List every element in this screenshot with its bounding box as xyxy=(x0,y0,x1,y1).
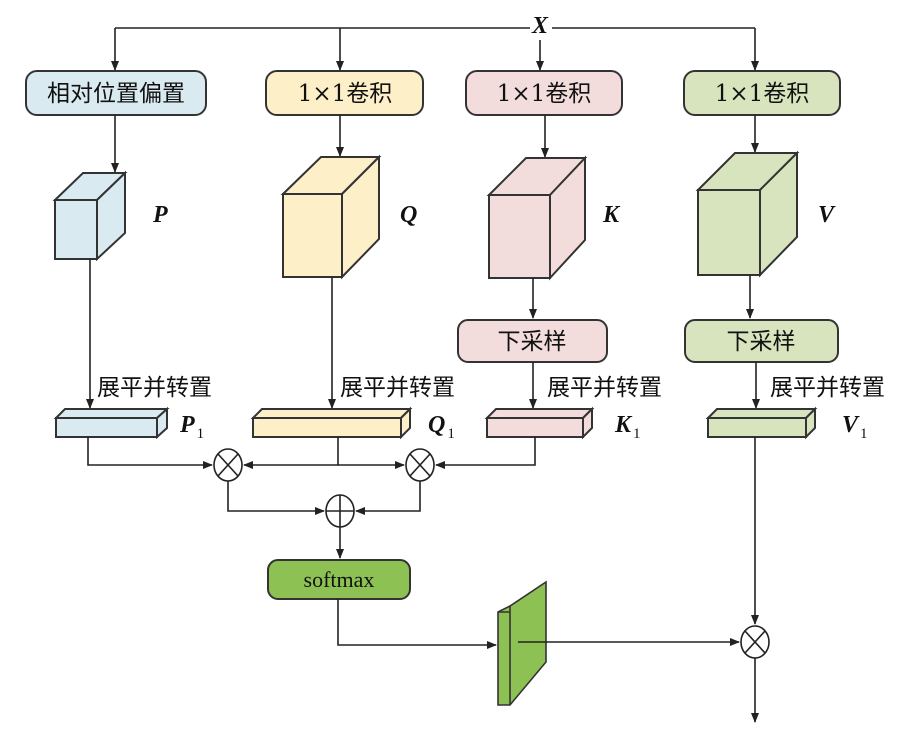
attention-map-slab xyxy=(497,580,547,706)
q-label: Q xyxy=(400,202,417,228)
p-label: P xyxy=(152,202,168,228)
k-label: K xyxy=(602,202,621,228)
arrow xyxy=(355,481,421,515)
softmax-box: softmax xyxy=(267,559,411,600)
k-conv-box: 1×1卷积 xyxy=(465,70,623,116)
add-icon xyxy=(325,494,355,528)
flatten-label-p: 展平并转置 xyxy=(97,375,212,401)
flatten-label-q: 展平并转置 xyxy=(340,375,455,401)
v-conv-box: 1×1卷积 xyxy=(683,70,841,116)
arrow xyxy=(435,437,536,469)
q-conv-box: 1×1卷积 xyxy=(265,70,424,116)
multiply-icon xyxy=(405,448,435,482)
box-label: 下采样 xyxy=(727,329,796,355)
relative-position-bias-box: 相对位置偏置 xyxy=(25,70,207,116)
flatten-label-k: 展平并转置 xyxy=(547,375,662,401)
box-label: softmax xyxy=(304,567,375,592)
q1-bar xyxy=(250,406,413,440)
multiply-icon xyxy=(740,625,770,659)
arrow xyxy=(337,599,497,649)
box-label: 下采样 xyxy=(498,329,567,355)
q-cube xyxy=(280,154,382,280)
v1-bar xyxy=(705,406,818,440)
box-label: 1×1卷积 xyxy=(715,81,810,107)
box-label: 相对位置偏置 xyxy=(47,81,185,107)
box-label: 1×1卷积 xyxy=(298,81,393,107)
v-downsample-box: 下采样 xyxy=(684,319,839,363)
p-cube xyxy=(52,170,128,262)
flatten-label-v: 展平并转置 xyxy=(770,375,885,401)
v-cube xyxy=(695,150,800,278)
arrow xyxy=(227,481,325,515)
arrow xyxy=(87,437,213,469)
k1-bar xyxy=(484,406,595,440)
v-label: V xyxy=(818,202,836,228)
k-cube xyxy=(486,155,588,281)
input-x-label: X xyxy=(531,13,549,39)
multiply-icon xyxy=(213,448,243,482)
arrow xyxy=(243,437,339,469)
box-label: 1×1卷积 xyxy=(497,81,592,107)
p1-bar xyxy=(53,406,170,440)
k-downsample-box: 下采样 xyxy=(457,319,608,363)
